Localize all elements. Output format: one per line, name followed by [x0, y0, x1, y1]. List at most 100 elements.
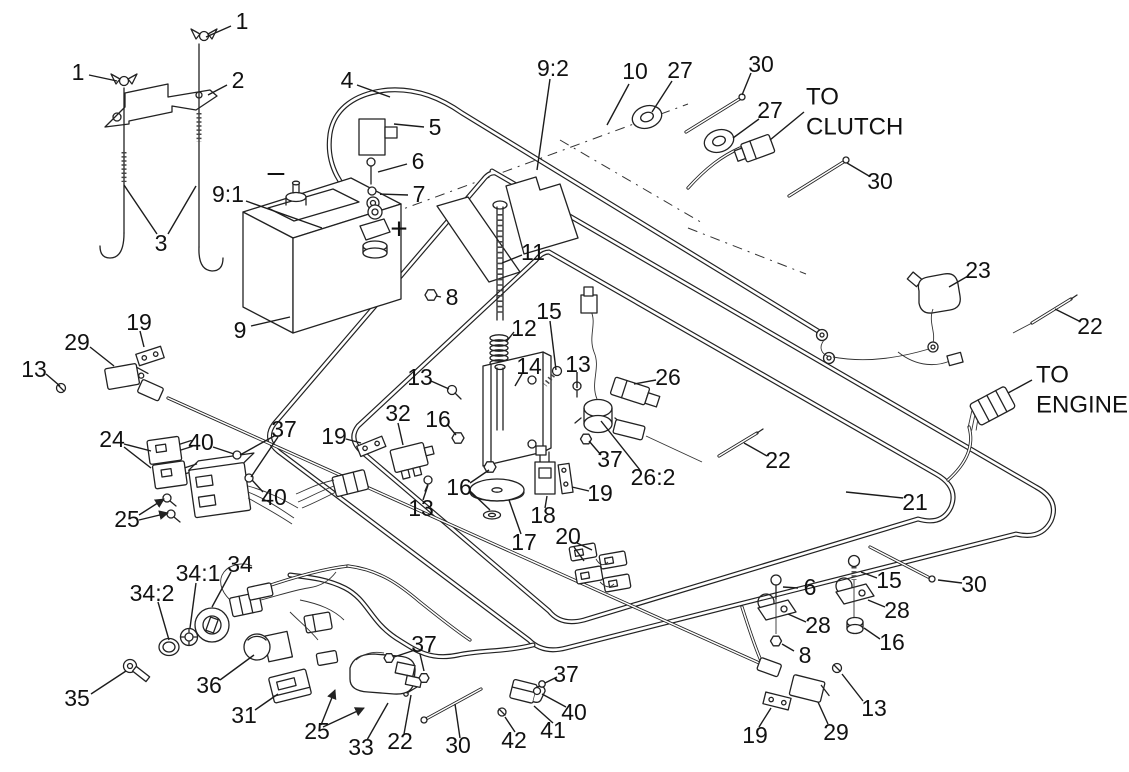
callout-label: 24 — [99, 426, 125, 452]
washer-17 — [469, 478, 525, 502]
callout-label: 22 — [387, 728, 413, 754]
leader-line — [508, 499, 522, 535]
callout-label: 5 — [429, 114, 442, 140]
leader-line — [743, 442, 768, 457]
callout-label: 9:2 — [537, 55, 569, 81]
leader-line — [239, 434, 277, 456]
callout-label: – — [268, 156, 285, 189]
callout-label: 33 — [348, 734, 374, 760]
leader-line — [732, 118, 760, 139]
leader-line — [345, 438, 362, 444]
leader-line — [123, 443, 152, 452]
leader-line — [600, 420, 641, 471]
wire-tie — [717, 428, 764, 458]
callout-label: 1 — [72, 59, 85, 85]
callout-label: 34:2 — [130, 580, 175, 606]
spacer-16 — [846, 616, 864, 635]
callout-label: 25 — [114, 506, 140, 532]
callout-label: 27 — [757, 97, 783, 123]
leader-line — [211, 571, 232, 608]
connector-26-mate — [612, 419, 646, 441]
relay-31 — [268, 668, 312, 704]
leader-line — [45, 373, 61, 387]
callout-label: 34:1 — [176, 560, 221, 586]
callout-label: 17 — [511, 529, 537, 555]
bracket-19 — [557, 462, 574, 495]
clutch-branch-wire — [686, 146, 742, 190]
callout-label: 42 — [501, 727, 527, 753]
leader-line — [769, 111, 805, 141]
leader-line — [123, 446, 152, 469]
leader-line — [138, 510, 169, 521]
leader-line — [245, 200, 323, 229]
callout-label: 19 — [587, 480, 613, 506]
bolt-6 — [770, 574, 782, 600]
callout-label: 27 — [667, 57, 693, 83]
callout-label: 28 — [884, 597, 910, 623]
callout-label: 20 — [555, 523, 581, 549]
leader-line — [250, 436, 279, 478]
leader-line — [403, 694, 412, 735]
leader-line — [212, 446, 235, 455]
construction-lines — [299, 103, 807, 275]
callout-label: 32 — [385, 400, 411, 426]
ignition-switch-cluster — [122, 563, 345, 704]
callout-label: 1 — [236, 8, 249, 34]
leader-line — [573, 546, 585, 562]
callout-label: 40 — [561, 699, 587, 725]
leader-line — [167, 185, 197, 235]
callout-label: 7 — [413, 181, 426, 207]
leader-line — [758, 707, 772, 728]
terminal-boot — [358, 118, 398, 156]
leader-line — [89, 346, 115, 367]
callout-label: 8 — [799, 642, 812, 668]
fuse-links-20 — [568, 542, 632, 593]
callout-label: 30 — [748, 51, 774, 77]
battery-positive-terminal — [359, 218, 391, 259]
leader-line — [469, 469, 490, 484]
hex-nut — [483, 461, 497, 473]
screw-13 — [423, 475, 433, 492]
battery-decal — [267, 188, 360, 222]
bracket-41 — [497, 678, 546, 717]
leader-line — [817, 701, 829, 725]
harness-loop-inner — [351, 249, 956, 625]
screw-37 — [538, 680, 546, 688]
callout-label: 35 — [64, 685, 90, 711]
callout-label: + — [390, 213, 408, 246]
callout-label: 6 — [412, 148, 425, 174]
leader-line — [393, 123, 425, 128]
leader-line — [397, 422, 404, 446]
leader-line — [841, 673, 864, 702]
leader-line — [469, 490, 491, 511]
leader-line — [1054, 308, 1080, 322]
leader-line — [860, 571, 878, 579]
battery-cable — [326, 87, 964, 367]
callout-label: 4 — [341, 67, 354, 93]
cable-tie — [684, 93, 746, 134]
leader-line — [544, 495, 548, 509]
callout-label: 31 — [231, 702, 257, 728]
callout-label: 13 — [861, 695, 887, 721]
callout-label: 13 — [565, 351, 591, 377]
leader-line — [254, 693, 279, 711]
callout-label: 8 — [446, 284, 459, 310]
leader-line — [536, 78, 551, 171]
callout-label: CLUTCH — [806, 114, 903, 141]
leader-line — [514, 373, 523, 387]
callout-label: 14 — [516, 353, 542, 379]
callout-label: 37 — [271, 416, 297, 442]
callout-label: 21 — [902, 489, 928, 515]
terminal-boot-23 — [906, 271, 961, 353]
callout-label: 22 — [1077, 313, 1103, 339]
hex-nut-8 — [769, 635, 783, 647]
screw-13 — [446, 384, 462, 400]
callout-label: 36 — [196, 672, 222, 698]
leader-line — [454, 703, 461, 739]
callout-label: 3 — [155, 230, 168, 256]
leader-line — [250, 316, 291, 327]
leader-line — [571, 486, 590, 492]
leader-line — [138, 498, 165, 516]
ignition-branch-wire — [260, 564, 536, 660]
lock-washer-34-1 — [179, 627, 199, 647]
